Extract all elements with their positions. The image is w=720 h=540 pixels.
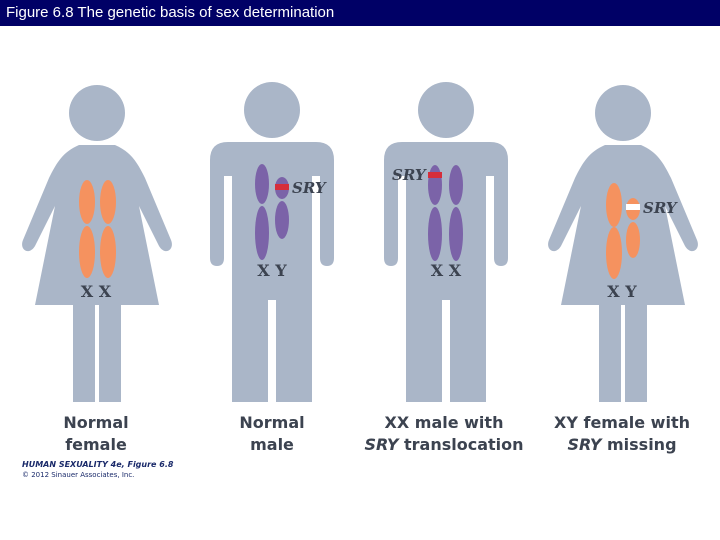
- chromosome-label: X Y: [607, 282, 637, 301]
- x-chromosome: [255, 164, 269, 260]
- panel-xx-male: SRY X X: [384, 82, 508, 402]
- figure-title: Figure 6.8 The genetic basis of sex dete…: [6, 4, 335, 21]
- chromosome-label: X Y: [257, 261, 287, 280]
- x-chromosome: [449, 165, 463, 261]
- sry-label: SRY: [392, 166, 427, 184]
- title-bar: Figure 6.8 The genetic basis of sex dete…: [0, 0, 720, 26]
- chromosome-label: X X: [81, 282, 112, 301]
- chromosome-label: X X: [431, 261, 462, 280]
- female-silhouette: [548, 85, 698, 402]
- sry-band: [428, 172, 442, 178]
- sry-label: SRY: [292, 179, 327, 197]
- caption-xy-female: XY female with SRY missing: [554, 413, 690, 454]
- caption-xx-male: XX male with SRY translocation: [364, 413, 524, 454]
- sry-missing-band: [626, 204, 640, 210]
- panel-normal-female: X X: [22, 85, 172, 402]
- female-silhouette: [22, 85, 172, 402]
- sry-band: [275, 184, 289, 190]
- male-silhouette: [384, 82, 508, 402]
- caption-normal-female: Normal female: [63, 413, 129, 454]
- sry-label: SRY: [643, 199, 678, 217]
- caption-normal-male: Normal male: [239, 413, 305, 454]
- panel-xy-female: SRY X Y: [548, 85, 698, 402]
- publisher-credit: HUMAN SEXUALITY 4e, Figure 6.8 © 2012 Si…: [22, 460, 173, 479]
- x-chromosome: [79, 180, 95, 278]
- panel-normal-male: SRY X Y: [210, 82, 334, 402]
- male-silhouette: [210, 82, 334, 402]
- x-chromosome: [606, 183, 622, 279]
- credit-line: HUMAN SEXUALITY 4e, Figure 6.8: [22, 460, 174, 469]
- copyright-line: © 2012 Sinauer Associates, Inc.: [22, 471, 135, 479]
- x-chromosome: [100, 180, 116, 278]
